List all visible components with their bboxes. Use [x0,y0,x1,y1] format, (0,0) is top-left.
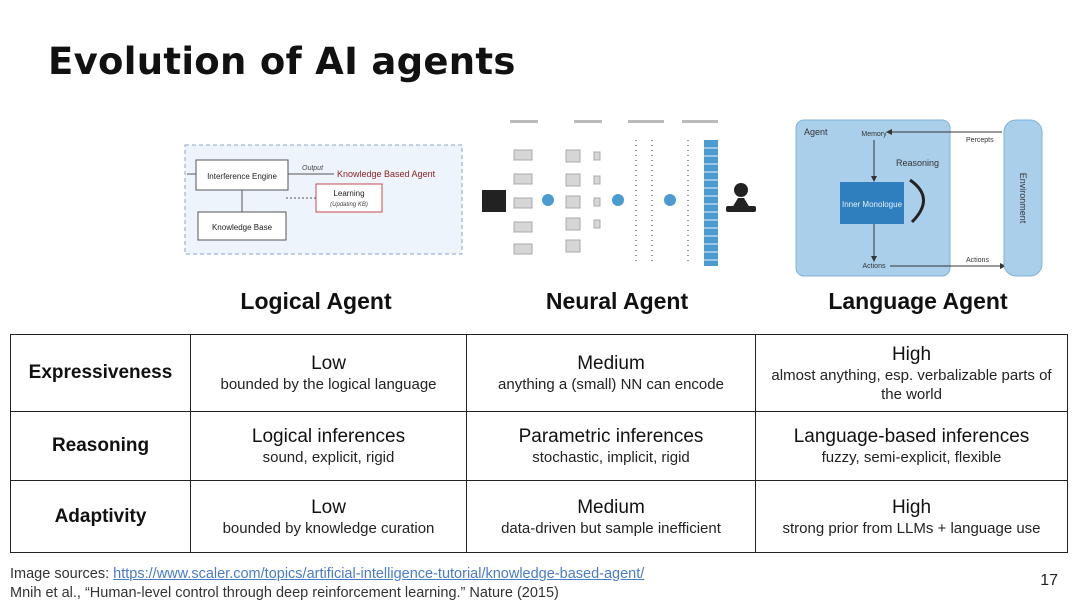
column-title-neural: Neural Agent [545,288,689,314]
cell-sub: fuzzy, semi-explicit, flexible [821,449,1002,466]
kb-agent-label: Knowledge Based Agent [337,169,436,179]
comparison-table: Expressiveness Low bounded by the logical… [10,334,1068,553]
learning-box [315,183,383,213]
neural-agent-diagram [482,120,756,266]
agent-label: Agent [804,127,828,137]
language-agent-diagram: Agent Memory Reasoning Inner Monologue A… [795,119,1043,277]
cell-main: Language-based inferences [793,426,1030,447]
percepts-label: Percepts [966,137,994,144]
knowledge-base-label: Knowledge Base [212,223,273,232]
cell-main: Parametric inferences [518,426,704,447]
node-3 [664,194,676,206]
table-cell: Parametric inferences stochastic, implici… [466,411,756,481]
conv-layer-1 [513,149,533,255]
cell-sub: data-driven but sample inefficient [501,519,721,537]
slide-title: Evolution of AI agents [48,40,516,83]
source-line-1: Image sources: https://www.scaler.com/to… [10,565,644,584]
cell-sub: sound, explicit, rigid [262,449,395,466]
table-cell: Medium anything a (small) NN can encode [466,334,756,412]
cell-sub: bounded by the logical language [220,376,437,393]
image-sources: Image sources: https://www.scaler.com/to… [10,565,644,603]
input-square [482,190,506,212]
actions-right-label: Actions [966,257,989,264]
conv-layer-2 [565,149,601,253]
inference-engine-box [195,159,289,191]
source-line-2: Mnih et al., “Human-level control throug… [10,585,559,601]
memory-label: Memory [861,131,887,138]
dense-dots [635,140,653,264]
source-link[interactable]: https://www.scaler.com/topics/artificial… [113,566,645,582]
source-prefix: Image sources: [10,566,114,582]
table-cell: Low bounded by the logical language [190,334,467,412]
knowledge-base-box [197,211,287,241]
cell-main: High [891,343,932,365]
cell-sub: stochastic, implicit, rigid [532,449,690,466]
cell-sub: bounded by knowledge curation [222,519,435,537]
learning-label: Learning [333,189,364,198]
output-label: Output [302,165,324,172]
cell-sub: anything a (small) NN can encode [498,376,724,393]
table-row: Expressiveness Low bounded by the logical… [10,334,1068,412]
column-title-language: Language Agent [828,288,1008,314]
inference-engine-label: Interference Engine [207,172,277,181]
page-number: 17 [1040,572,1058,589]
column-title-logical: Logical Agent [240,288,392,314]
node-1 [542,194,554,206]
learning-sub-label: (Updating KB) [330,202,368,208]
table-row: Reasoning Logical inferences sound, expli… [10,411,1068,481]
inner-monologue-box [840,182,904,224]
cell-main: Low [311,353,346,374]
actions-label: Actions [863,263,886,270]
cell-main: High [891,496,932,518]
cell-main: Medium [577,353,645,374]
joystick-icon [732,198,750,208]
layer-headers [510,120,718,123]
environment-box [1003,119,1043,277]
node-2 [612,194,624,206]
environment-label: Environment [1018,173,1028,224]
table-cell: Language-based inferences fuzzy, semi-exp… [755,411,1068,481]
row-label-reasoning: Reasoning [10,411,191,481]
cell-sub: strong prior from LLMs + language use [782,519,1041,537]
row-label-adaptivity: Adaptivity [10,480,191,553]
reasoning-label: Reasoning [896,158,939,168]
logical-agent-diagram: Interference Engine Output Knowledge Bas… [184,144,463,255]
cell-main: Medium [577,496,645,518]
table-cell: Logical inferences sound, explicit, rigid [190,411,467,481]
inner-monologue-label: Inner Monologue [842,200,903,209]
output-units [704,140,718,266]
cell-sub: almost anything, esp. verbalizable parts… [771,366,1052,403]
row-label-expressiveness: Expressiveness [10,334,191,412]
cell-main: Low [311,496,346,518]
cell-main: Logical inferences [251,426,406,447]
